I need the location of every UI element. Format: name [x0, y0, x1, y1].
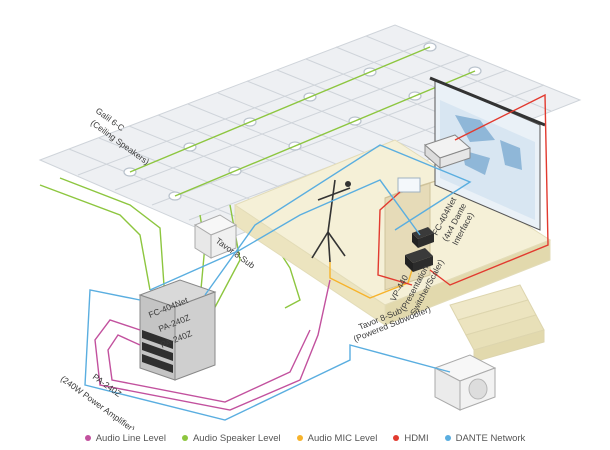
legend-label: Audio Speaker Level	[192, 432, 281, 444]
equipment-rack	[138, 279, 217, 381]
legend-item-speaker-level: Audio Speaker Level	[181, 432, 281, 444]
projection-screen	[429, 76, 546, 231]
subwoofer-left	[193, 214, 238, 259]
av-system-diagram: Galil 6-C (Ceiling Speakers) Tavor 8-Sub…	[38, 24, 582, 430]
ceiling-grid	[38, 24, 582, 241]
subwoofer-right	[433, 354, 497, 411]
legend-label: DANTE Network	[455, 432, 526, 444]
mic-level-wires	[329, 262, 413, 299]
legend-item-mic-level: Audio MIC Level	[296, 432, 378, 444]
hdmi-wires	[377, 93, 549, 286]
hdmi-dot-icon	[393, 435, 400, 441]
dante-dot-icon	[444, 435, 451, 441]
legend-item-dante: DANTE Network	[444, 432, 526, 444]
dante-wires	[84, 144, 472, 421]
vp-440-device	[405, 248, 433, 272]
fc-404net-device	[412, 227, 434, 248]
legend-label: Audio MIC Level	[307, 432, 378, 444]
legend-label: Audio Line Level	[95, 432, 166, 444]
microphone-icon	[345, 181, 351, 187]
microphone-stand	[311, 179, 351, 263]
legend-item-line-level: Audio Line Level	[84, 432, 166, 444]
line-level-wires	[94, 279, 331, 411]
speaker-level-dot-icon	[181, 435, 188, 441]
legend-label: HDMI	[404, 432, 429, 444]
legend: Audio Line Level Audio Speaker Level Aud…	[0, 428, 610, 448]
projector	[424, 134, 471, 170]
mic-level-dot-icon	[296, 435, 303, 441]
stage-stairs	[449, 284, 545, 363]
legend-item-hdmi: HDMI	[393, 432, 429, 444]
line-level-dot-icon	[84, 435, 91, 441]
